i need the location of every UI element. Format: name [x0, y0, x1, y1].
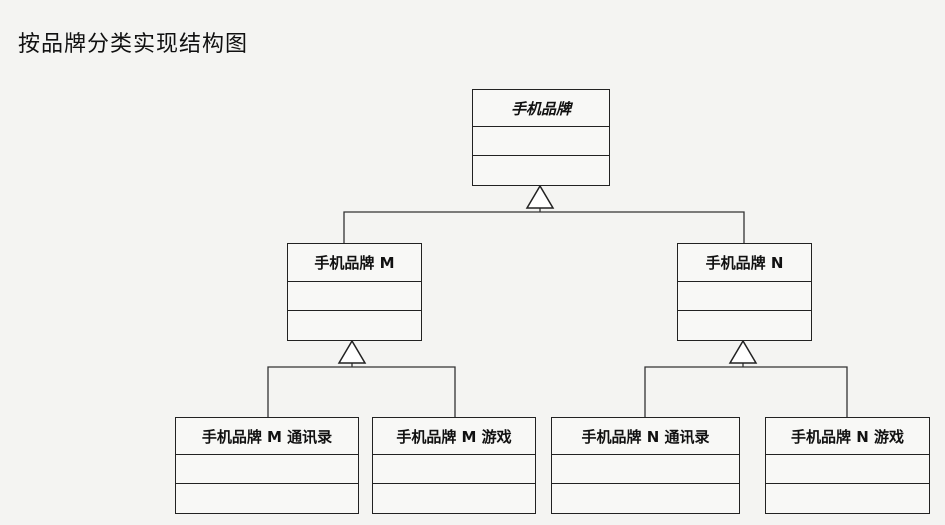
class-box-brand-n: 手机品牌 N [677, 243, 812, 341]
class-attributes-root [473, 127, 609, 156]
class-name-root: 手机品牌 [473, 90, 609, 127]
class-name-n-game: 手机品牌 N 游戏 [766, 418, 929, 455]
class-box-brand-m: 手机品牌 M [287, 243, 422, 341]
class-methods-m-contacts [176, 484, 358, 513]
class-box-root: 手机品牌 [472, 89, 610, 186]
class-methods-n-game [766, 484, 929, 513]
inheritance-arrow-root [525, 184, 555, 209]
class-methods-brand-m [288, 311, 421, 340]
connector-n-children [644, 366, 848, 417]
class-attributes-m-game [373, 455, 535, 484]
class-attributes-m-contacts [176, 455, 358, 484]
connector-m-children [267, 366, 456, 417]
class-box-m-contacts: 手机品牌 M 通讯录 [175, 417, 359, 514]
class-attributes-brand-m [288, 282, 421, 311]
inheritance-arrow-m [337, 339, 367, 364]
class-methods-n-contacts [552, 484, 739, 513]
class-box-n-contacts: 手机品牌 N 通讯录 [551, 417, 740, 514]
class-name-n-contacts: 手机品牌 N 通讯录 [552, 418, 739, 455]
class-methods-root [473, 156, 609, 185]
class-name-brand-m: 手机品牌 M [288, 244, 421, 282]
inheritance-arrow-n [728, 339, 758, 364]
class-box-n-game: 手机品牌 N 游戏 [765, 417, 930, 514]
diagram-title: 按品牌分类实现结构图 [18, 32, 249, 57]
class-name-m-contacts: 手机品牌 M 通讯录 [176, 418, 358, 455]
class-name-m-game: 手机品牌 M 游戏 [373, 418, 535, 455]
class-methods-brand-n [678, 311, 811, 340]
class-methods-m-game [373, 484, 535, 513]
connector-root-children [343, 211, 745, 243]
class-name-brand-n: 手机品牌 N [678, 244, 811, 282]
class-attributes-n-contacts [552, 455, 739, 484]
class-box-m-game: 手机品牌 M 游戏 [372, 417, 536, 514]
class-attributes-n-game [766, 455, 929, 484]
class-attributes-brand-n [678, 282, 811, 311]
